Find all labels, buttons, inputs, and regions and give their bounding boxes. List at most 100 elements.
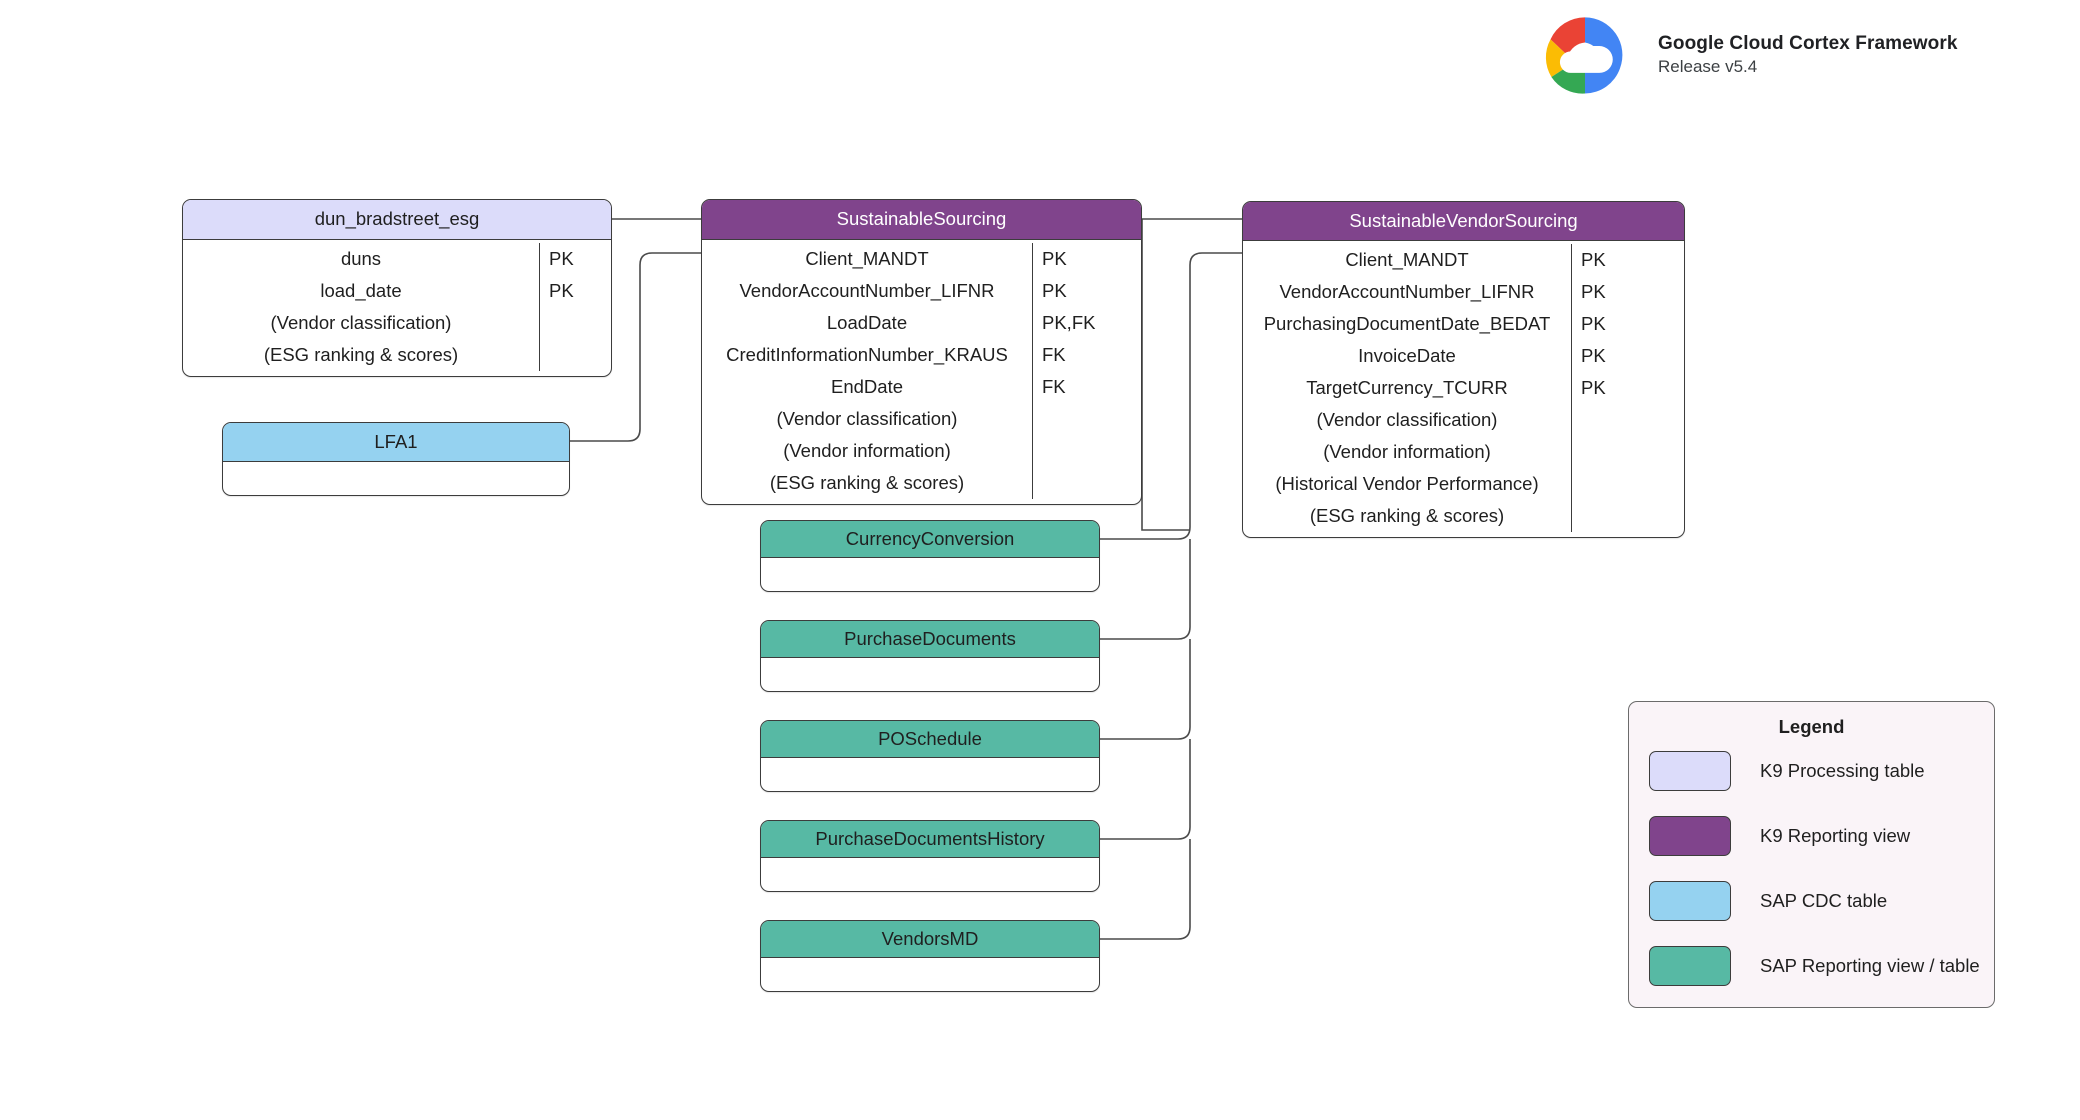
- legend-swatch: [1649, 815, 1731, 856]
- entity-field-row: Client_MANDT PK: [702, 243, 1141, 275]
- entity-field-name: PurchasingDocumentDate_BEDAT: [1263, 313, 1551, 334]
- entity-field-row: (Vendor classification): [1243, 404, 1684, 436]
- brand-title: Google Cloud Cortex Framework: [1658, 32, 1958, 54]
- entity-field-name: (Historical Vendor Performance): [1275, 473, 1539, 494]
- entity-field-row: (Vendor classification): [183, 307, 611, 339]
- entity-empty-body: [761, 858, 1099, 891]
- entity-field-key: PK: [1571, 308, 1684, 340]
- legend-label: K9 Processing table: [1760, 759, 1925, 781]
- brand-release: Release v5.4: [1658, 57, 1758, 77]
- entity-title: POSchedule: [761, 721, 1099, 758]
- entity-field-name: InvoiceDate: [1358, 345, 1456, 366]
- legend-item: K9 Reporting view: [1629, 803, 1994, 868]
- connector-purchasedocuments-to-sustainablevendorsourcing: [1100, 539, 1191, 640]
- entity-title: CurrencyConversion: [761, 521, 1099, 558]
- entity-field-key: PK: [539, 243, 611, 275]
- entity-body: [761, 658, 1099, 691]
- entity-vendorsmd[interactable]: VendorsMD: [760, 920, 1100, 992]
- entity-currencyconversion[interactable]: CurrencyConversion: [760, 520, 1100, 592]
- google-cloud-logo-icon: [1545, 17, 1623, 94]
- entity-field-row: (ESG ranking & scores): [1243, 500, 1684, 532]
- legend-swatch: [1649, 750, 1731, 791]
- entity-field-key: [1571, 500, 1684, 532]
- entity-field-name: TargetCurrency_TCURR: [1306, 377, 1508, 398]
- entity-field-key: PK: [1571, 244, 1684, 276]
- entity-field-row: CreditInformationNumber_KRAUS FK: [702, 339, 1141, 371]
- entity-field-key: [1032, 435, 1141, 467]
- entity-field-name: (Vendor classification): [1316, 409, 1498, 430]
- entity-poschedule[interactable]: POSchedule: [760, 720, 1100, 792]
- entity-body: [223, 462, 569, 495]
- entity-field-row: (Historical Vendor Performance): [1243, 468, 1684, 500]
- entity-field-name: (ESG ranking & scores): [263, 344, 459, 365]
- entity-field-name: VendorAccountNumber_LIFNR: [739, 280, 995, 301]
- entity-empty-body: [761, 558, 1099, 591]
- legend-label: SAP Reporting view / table: [1760, 954, 1980, 976]
- entity-title: PurchaseDocumentsHistory: [761, 821, 1099, 858]
- legend-title: Legend: [1778, 716, 1845, 737]
- entity-field-name: (ESG ranking & scores): [769, 472, 965, 493]
- entity-field-name: (Vendor classification): [776, 408, 958, 429]
- entity-empty-body: [761, 658, 1099, 691]
- entity-field-row: (Vendor information): [1243, 436, 1684, 468]
- connector-poschedule-to-sustainablevendorsourcing: [1100, 639, 1191, 740]
- entity-title: LFA1: [223, 423, 569, 462]
- entity-body: [761, 858, 1099, 891]
- entity-field-key: FK: [1032, 339, 1141, 371]
- entity-purchasedocumentshistory[interactable]: PurchaseDocumentsHistory: [760, 820, 1100, 892]
- entity-field-name: Client_MANDT: [1345, 249, 1469, 270]
- entity-field-row: (Vendor information): [702, 435, 1141, 467]
- legend-item: SAP CDC table: [1629, 868, 1994, 933]
- legend-swatch: [1649, 945, 1731, 986]
- entity-field-name: (Vendor information): [783, 440, 951, 461]
- entity-title: VendorsMD: [761, 921, 1099, 958]
- entity-field-key: PK: [539, 275, 611, 307]
- entity-field-name: duns: [340, 248, 382, 269]
- legend-label: K9 Reporting view: [1760, 824, 1911, 846]
- entity-title: dun_bradstreet_esg: [183, 200, 611, 240]
- entity-title: SustainableVendorSourcing: [1243, 202, 1684, 241]
- entity-field-name: CreditInformationNumber_KRAUS: [726, 344, 1008, 365]
- entity-field-name: EndDate: [831, 376, 903, 397]
- legend-swatch: [1649, 880, 1731, 921]
- entity-body: [761, 558, 1099, 591]
- entity-empty-body: [761, 958, 1099, 991]
- entity-field-name: Client_MANDT: [805, 248, 929, 269]
- entity-title: PurchaseDocuments: [761, 621, 1099, 658]
- entity-purchasedocuments[interactable]: PurchaseDocuments: [760, 620, 1100, 692]
- entity-field-row: PurchasingDocumentDate_BEDAT PK: [1243, 308, 1684, 340]
- entity-title: SustainableSourcing: [702, 200, 1141, 240]
- brand-header: Google Cloud Cortex Framework Release v5…: [1530, 12, 1958, 98]
- entity-field-name: VendorAccountNumber_LIFNR: [1279, 281, 1535, 302]
- entity-field-key: [1571, 404, 1684, 436]
- entity-field-name: (ESG ranking & scores): [1309, 505, 1505, 526]
- legend-panel: Legend K9 Processing table K9 Reporting v…: [1628, 701, 1995, 1008]
- entity-lfa1[interactable]: LFA1: [222, 422, 570, 496]
- connector-purchasedocumentshistory-to-sustainablevendorsourcing: [1100, 739, 1191, 840]
- entity-field-key: PK: [1571, 372, 1684, 404]
- entity-field-row: (Vendor classification): [702, 403, 1141, 435]
- entity-field-name: LoadDate: [826, 312, 908, 333]
- entity-body: [761, 958, 1099, 991]
- entity-field-row: Client_MANDT PK: [1243, 244, 1684, 276]
- connector-spine-sustainablevendorsourcing-left: [1141, 219, 1190, 531]
- entity-field-key: PK: [1032, 243, 1141, 275]
- entity-empty-body: [223, 462, 569, 495]
- legend-item: K9 Processing table: [1629, 738, 1994, 803]
- legend-label: SAP CDC table: [1760, 889, 1888, 911]
